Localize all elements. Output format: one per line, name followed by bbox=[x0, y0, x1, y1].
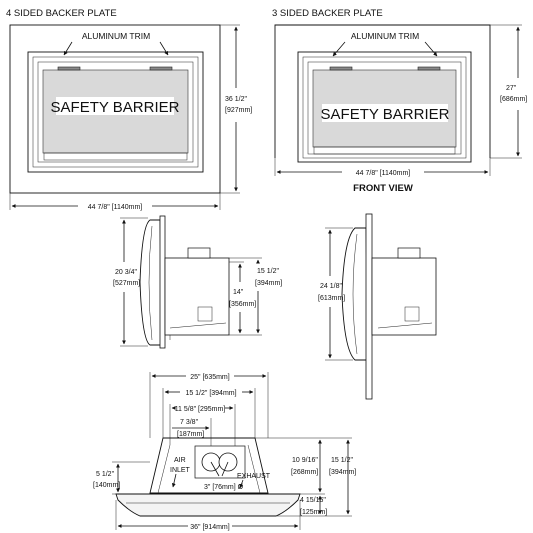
side2-valve-box bbox=[404, 306, 420, 322]
four-sided-trim-inner bbox=[37, 61, 194, 163]
exhaust-label: EXHAUST bbox=[237, 473, 271, 480]
air-inlet-arrow bbox=[171, 473, 177, 488]
three-sided-bottom-louver bbox=[313, 146, 456, 155]
vent-size-label: 3" [76mm] Ø bbox=[204, 484, 244, 491]
side2-height-mm-label: [613mm] bbox=[318, 295, 345, 302]
side2-trim-profile bbox=[341, 227, 369, 361]
top-left-mm-label: [140mm] bbox=[93, 482, 120, 489]
side-view-four-sided: 20 3/4" [527mm] 15 1/2" [394mm] 14" [356… bbox=[113, 215, 282, 349]
top-right1-label: 10 9/16" bbox=[292, 457, 318, 464]
three-sided-aluminum-trim-label: ALUMINUM TRIM bbox=[351, 31, 419, 41]
top-15-label: 15 1/2" [394mm] bbox=[185, 390, 236, 397]
three-sided-barrier-label-box bbox=[322, 104, 448, 122]
four-sided-trim-leader-left bbox=[63, 41, 73, 56]
top-vent-leaders bbox=[210, 461, 229, 477]
three-sided-height-mm-label: [686mm] bbox=[500, 96, 527, 103]
four-sided-aluminum-trim-label: ALUMINUM TRIM bbox=[82, 31, 150, 41]
four-sided-height-label: 36 1/2" bbox=[225, 96, 247, 103]
exhaust-arrow bbox=[239, 479, 244, 489]
three-sided-trim-leader-left bbox=[332, 41, 346, 57]
top-width-label: 25" [635mm] bbox=[190, 374, 230, 381]
top-bottom-label: 36" [914mm] bbox=[190, 524, 230, 531]
side2-firebox bbox=[371, 257, 437, 336]
four-sided-bottom-louver bbox=[43, 152, 188, 161]
four-sided-barrier-label-box bbox=[56, 97, 174, 115]
side2-trim-curve bbox=[352, 233, 358, 355]
three-sided-trim-leader-right bbox=[424, 41, 438, 57]
side2-base-rail bbox=[377, 322, 433, 329]
three-sided-height-label: 27" bbox=[506, 85, 517, 92]
three-sided-top-bracket-left bbox=[329, 66, 353, 71]
side1-valve-box bbox=[197, 306, 213, 322]
four-sided-trim-mid bbox=[32, 56, 199, 168]
top-view: AIR INLET EXHAUST 3" [76mm] Ø 25" [635mm… bbox=[93, 372, 356, 531]
three-sided-front-view: 3 SIDED BACKER PLATE SAFETY BARRIER ALUM… bbox=[272, 8, 527, 194]
side1-box-mm-label: [394mm] bbox=[255, 280, 282, 287]
top-inner-right bbox=[247, 444, 261, 494]
top-7-mm-label: [187mm] bbox=[177, 431, 204, 438]
three-sided-title: 3 SIDED BACKER PLATE bbox=[272, 8, 383, 19]
side1-inner-label: 14" bbox=[233, 289, 244, 296]
side1-height-label: 20 3/4" bbox=[115, 269, 137, 276]
side1-base-rail bbox=[169, 322, 227, 329]
top-left-label: 5 1/2" bbox=[96, 471, 115, 478]
top-right2-label: 15 1/2" bbox=[331, 457, 353, 464]
side-view-three-sided: 24 1/8" [613mm] bbox=[318, 213, 437, 400]
four-sided-trim-leader-right bbox=[159, 41, 169, 56]
top-7-label: 7 3/8" bbox=[180, 419, 199, 426]
top-11-label: 11 5/8" [295mm] bbox=[175, 406, 226, 413]
three-sided-safety-barrier-label: SAFETY BARRIER bbox=[321, 106, 450, 123]
side1-backer-plate bbox=[159, 215, 166, 349]
side2-backer-plate bbox=[365, 213, 373, 400]
side1-inner-mm-label: [356mm] bbox=[229, 301, 256, 308]
side1-firebox bbox=[164, 257, 230, 336]
four-sided-top-bracket-left bbox=[57, 66, 81, 71]
top-right1-mm-label: [268mm] bbox=[291, 469, 318, 476]
side2-vent-collar bbox=[397, 247, 421, 259]
side1-vent-collar bbox=[187, 247, 211, 259]
three-sided-width-label: 44 7/8" [1140mm] bbox=[356, 170, 411, 177]
four-sided-safety-barrier-label: SAFETY BARRIER bbox=[51, 99, 180, 116]
side1-trim-curve bbox=[148, 225, 153, 341]
four-sided-title: 4 SIDED BACKER PLATE bbox=[6, 8, 117, 19]
top-right3-mm-label: [125mm] bbox=[300, 509, 327, 516]
front-view-label: FRONT VIEW bbox=[353, 183, 413, 194]
four-sided-height-mm-label: [927mm] bbox=[225, 107, 252, 114]
top-inner-left bbox=[157, 444, 171, 494]
side1-trim-profile bbox=[139, 219, 163, 346]
four-sided-width-label: 44 7/8" [1140mm] bbox=[88, 204, 143, 211]
air-inlet-label-1: AIR bbox=[174, 457, 186, 464]
side1-box-label: 15 1/2" bbox=[257, 268, 279, 275]
side1-height-mm-label: [527mm] bbox=[113, 280, 140, 287]
top-trim bbox=[115, 493, 301, 517]
four-sided-front-view: 4 SIDED BACKER PLATE SAFETY BARRIER ALUM… bbox=[6, 8, 252, 211]
top-right2-mm-label: [394mm] bbox=[329, 469, 356, 476]
four-sided-top-bracket-right bbox=[149, 66, 173, 71]
three-sided-trim-mid bbox=[302, 56, 467, 159]
top-right3-label: 4 15/16" bbox=[300, 497, 326, 504]
air-inlet-label-2: INLET bbox=[170, 467, 191, 474]
three-sided-top-bracket-right bbox=[417, 66, 441, 71]
side2-height-label: 24 1/8" bbox=[320, 283, 342, 290]
